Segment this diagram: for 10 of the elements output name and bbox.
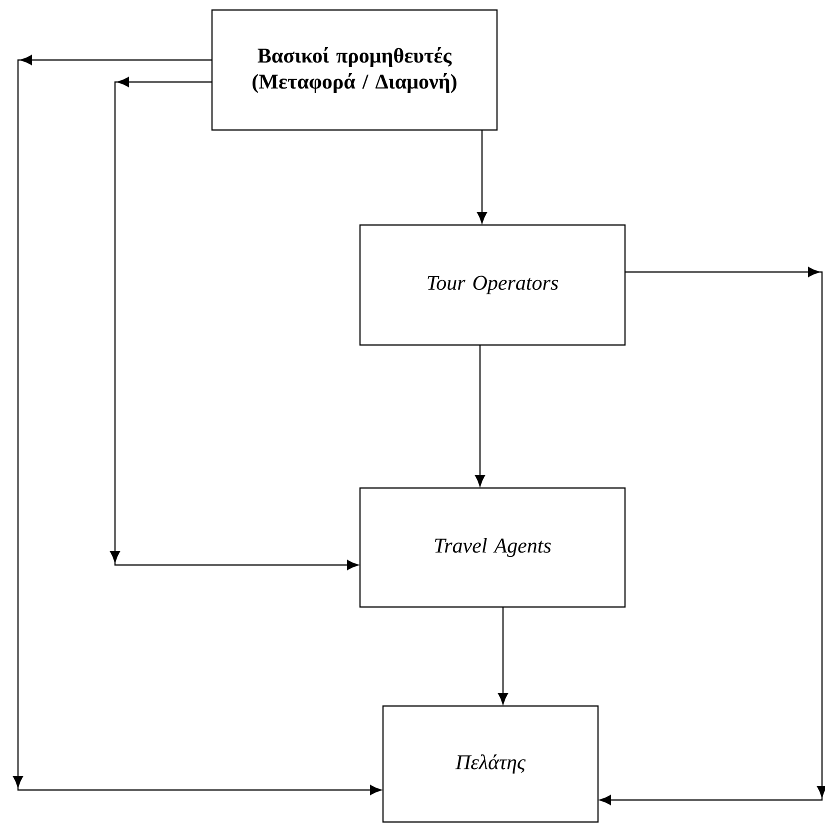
arrow — [600, 267, 825, 805]
arrow — [475, 345, 485, 486]
process-box: Βασικοί προμηθευτές (Μεταφορά / Διαμονή) — [211, 9, 498, 131]
arrow — [13, 55, 382, 795]
process-box: Tour Operators — [359, 224, 626, 346]
process-box: Travel Agents — [359, 487, 626, 608]
arrow — [110, 77, 358, 570]
process-box: Πελάτης — [382, 705, 599, 823]
arrow — [477, 130, 487, 224]
arrow — [498, 607, 508, 704]
